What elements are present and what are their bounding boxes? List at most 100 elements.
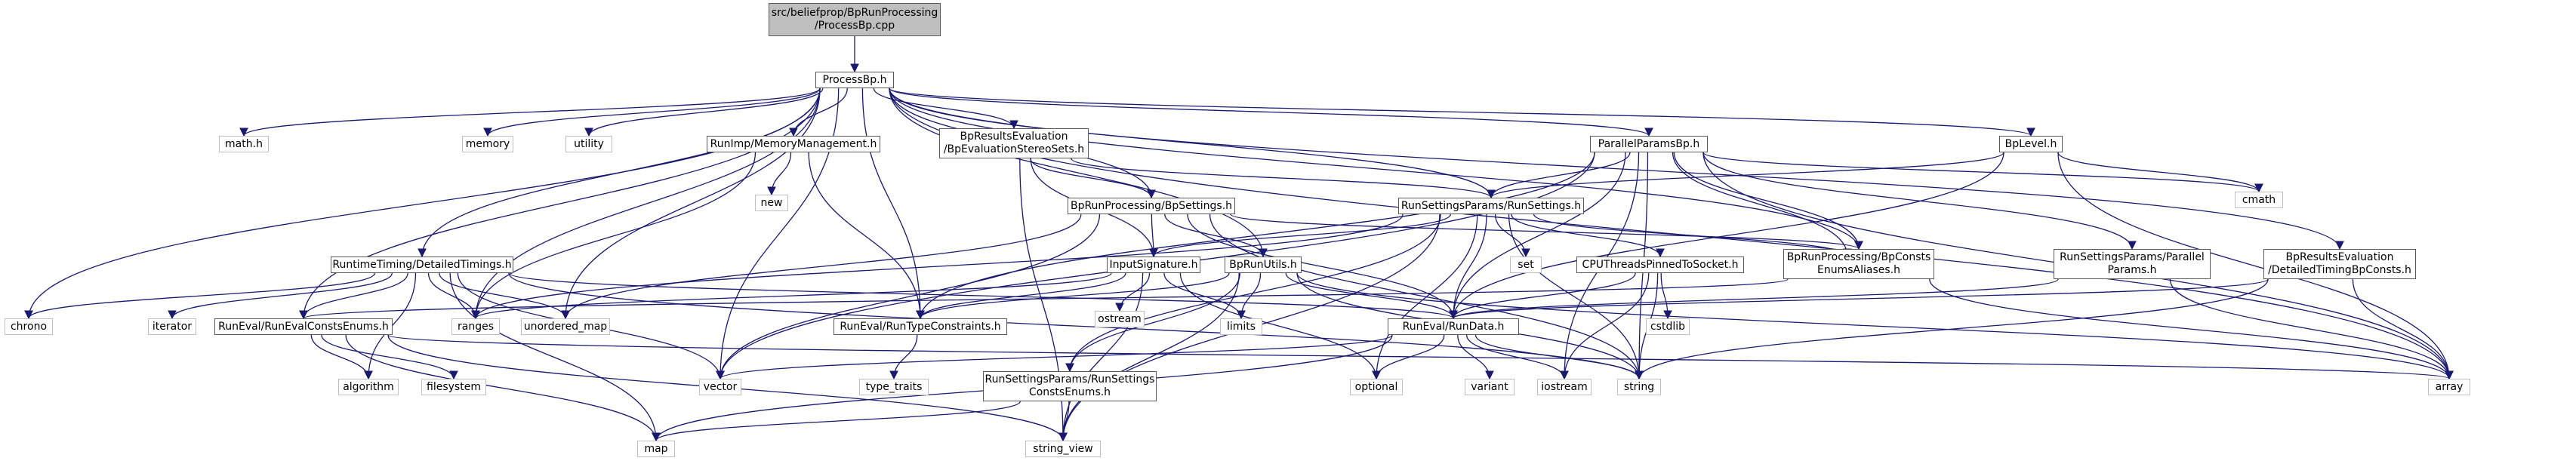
node-ostream: ostream xyxy=(1095,311,1145,327)
root-file-node: src/beliefprop/BpRunProcessing /ProcessB… xyxy=(769,3,941,36)
node-utility: utility xyxy=(565,136,612,152)
edge-cputhreads-to-iostream xyxy=(1560,272,1650,380)
edge-rs_parallel-to-array xyxy=(2169,278,2454,380)
node-parallelparamsbp-h[interactable]: ParallelParamsBp.h xyxy=(1590,136,1708,152)
edge-runsettings-to-ranges xyxy=(471,214,1404,320)
node-filesystem: filesystem xyxy=(421,379,486,395)
node-detailedtimings-h[interactable]: RuntimeTiming/DetailedTimings.h xyxy=(331,257,513,273)
edge-runsettings-to-inputsignature xyxy=(1149,214,1452,258)
label-line1: BpResultsEvaluation xyxy=(960,131,1068,143)
edge-processbp-to-runtypeconstraints xyxy=(861,88,925,320)
edge-processbp-to-utility xyxy=(584,88,824,137)
node-runimp-memorymanagement-h[interactable]: RunImp/MemoryManagement.h xyxy=(707,136,880,152)
node-runsettings-parallelparams-h[interactable]: RunSettingsParams/Parallel Params.h xyxy=(2054,249,2211,279)
node-bpevaluationstereosets-h[interactable]: BpResultsEvaluation /BpEvaluationStereoS… xyxy=(939,128,1089,158)
edge-bprunutils-to-rs_consts xyxy=(1065,272,1240,373)
edge-runsettings-to-thread xyxy=(1533,214,1852,258)
edge-processbp-to-runtime_detailed xyxy=(418,88,821,258)
edge-runsettings-to-cputhreads xyxy=(1511,214,1665,258)
edge-rs_parallel-to-rundata xyxy=(1449,278,2059,320)
node-bpsettings-h[interactable]: BpRunProcessing/BpSettings.h xyxy=(1068,198,1235,214)
edge-processbp-to-chrono xyxy=(24,88,821,320)
edge-bpsettings-to-unordered_map xyxy=(561,214,1082,320)
node-cmath: cmath xyxy=(2235,192,2283,208)
edge-rundata-to-variant xyxy=(1457,334,1494,380)
edge-bpresultseval_stereo-to-bpsettings xyxy=(1030,158,1156,199)
edge-inputsignature-to-ostream xyxy=(1115,272,1151,312)
edge-parallelparams-to-bpconsts xyxy=(1673,152,1863,250)
edge-runimp_memory-to-runtypeconstraints xyxy=(808,152,925,320)
edge-processbp-to-math xyxy=(239,88,821,137)
edge-parallelparams-to-cmath xyxy=(1702,152,2263,193)
label-line1: BpRunProcessing/BpConsts xyxy=(1786,251,1931,263)
node-limits: limits xyxy=(1220,318,1262,335)
node-inputsignature-h[interactable]: InputSignature.h xyxy=(1107,257,1200,273)
edge-processbp-to-bpresultseval_stereo xyxy=(873,88,1018,130)
label-line1: BpResultsEvaluation xyxy=(2285,251,2394,263)
edge-processbp-to-ranges xyxy=(471,88,821,320)
node-chrono: chrono xyxy=(5,318,53,335)
edge-processbp-to-unordered_map xyxy=(561,88,821,320)
label-line2: ConstsEnums.h xyxy=(1028,386,1111,398)
node-detailedtimingbpconsts-h[interactable]: BpResultsEvaluation /DetailedTimingBpCon… xyxy=(2263,249,2416,279)
node-cputhreadspinnedtosocket-h[interactable]: CPUThreadsPinnedToSocket.h xyxy=(1576,257,1744,273)
node-runtypeconstraints-h[interactable]: RunEval/RunTypeConstraints.h xyxy=(834,318,1007,335)
edge-bprunutils-to-runtypeconstraints xyxy=(916,272,1230,320)
edge-runtime_detailed-to-runevalconsts xyxy=(299,272,408,320)
root-file-label-line2: /ProcessBp.cpp xyxy=(814,20,895,32)
edge-runtypeconstraints-to-type_traits xyxy=(889,334,918,380)
dependency-edges xyxy=(24,35,2454,442)
edge-bpsettings-to-bpconsts xyxy=(1230,214,1863,250)
node-optional: optional xyxy=(1350,379,1403,395)
edge-rs_consts-to-string_view xyxy=(1058,401,1070,442)
node-runevalconstsenums-h[interactable]: RunEval/RunEvalConstsEnums.h xyxy=(214,318,393,335)
node-ranges: ranges xyxy=(451,318,500,335)
node-iterator: iterator xyxy=(148,318,196,335)
edge-rundata-to-string xyxy=(1474,334,1644,380)
node-string-view: string_view xyxy=(1025,441,1101,457)
edge-runevalconsts-to-array xyxy=(387,334,2453,380)
edge-parallelparams-to-rundata xyxy=(1449,152,1626,320)
edge-runtime_detailed-to-iterator xyxy=(168,272,393,320)
edge-bpresults_timing-to-string xyxy=(1635,278,2269,380)
edge-bpresultseval_stereo-to-runsettings xyxy=(1071,158,1496,199)
edge-runtime_detailed-to-rundata xyxy=(508,272,1458,320)
edge-rundata-to-iostream xyxy=(1465,334,1569,380)
node-vector: vector xyxy=(699,379,741,395)
edge-rs_consts-to-map xyxy=(652,401,1021,442)
edge-runsettings-to-set xyxy=(1494,214,1530,258)
node-runsettingsconstsenums-h[interactable]: RunSettingsParams/RunSettings ConstsEnum… xyxy=(983,371,1157,401)
edge-bpsettings-to-string xyxy=(1209,214,1644,380)
edge-rundata-to-optional xyxy=(1372,334,1445,380)
node-bplevel-h[interactable]: BpLevel.h xyxy=(1999,136,2063,152)
label-line2: /BpEvaluationStereoSets.h xyxy=(943,143,1085,155)
edge-inputsignature-to-string_view xyxy=(1058,272,1144,442)
node-bpconstsenumsaliases-h[interactable]: BpRunProcessing/BpConsts EnumsAliases.h xyxy=(1783,249,1934,279)
node-bprunutils-h[interactable]: BpRunUtils.h xyxy=(1225,257,1302,273)
label-line1: RunSettingsParams/Parallel xyxy=(2060,251,2205,263)
node-processbp-h[interactable]: ProcessBp.h xyxy=(815,72,894,88)
node-string: string xyxy=(1617,379,1661,395)
node-runsettings-h[interactable]: RunSettingsParams/RunSettings.h xyxy=(1398,198,1584,214)
edge-bpresults_timing-to-rundata xyxy=(1449,278,2269,320)
root-file-label-line1: src/beliefprop/BpRunProcessing xyxy=(771,7,938,19)
node-map: map xyxy=(637,441,675,457)
label-line2: EnumsAliases.h xyxy=(1817,264,1900,276)
edge-processbp-to-bplevel xyxy=(889,88,2035,137)
edge-processbp-to-vector xyxy=(716,88,840,380)
edge-rundata-to-vector xyxy=(716,334,1393,380)
edge-inputsignature-to-optional xyxy=(1179,272,1381,380)
edge-processbp-to-parallelparams xyxy=(889,88,1653,137)
edge-runsettings-to-optional xyxy=(1372,214,1478,380)
edge-parallelparams-to-thread xyxy=(1672,152,1852,258)
edge-bpsettings-to-bprunutils xyxy=(1164,214,1268,258)
node-memory: memory xyxy=(462,136,513,152)
edge-runevalconsts-to-map xyxy=(345,334,661,442)
edge-runimp_memory-to-ranges xyxy=(471,152,756,320)
node-rundata-h[interactable]: RunEval/RunData.h xyxy=(1388,318,1519,335)
edge-runtime_detailed-to-unordered_map xyxy=(439,272,570,320)
node-new: new xyxy=(755,195,788,211)
edge-processbp-to-memory xyxy=(483,88,821,137)
edge-runtime_detailed-to-chrono xyxy=(24,272,376,320)
node-iostream: iostream xyxy=(1537,379,1592,395)
